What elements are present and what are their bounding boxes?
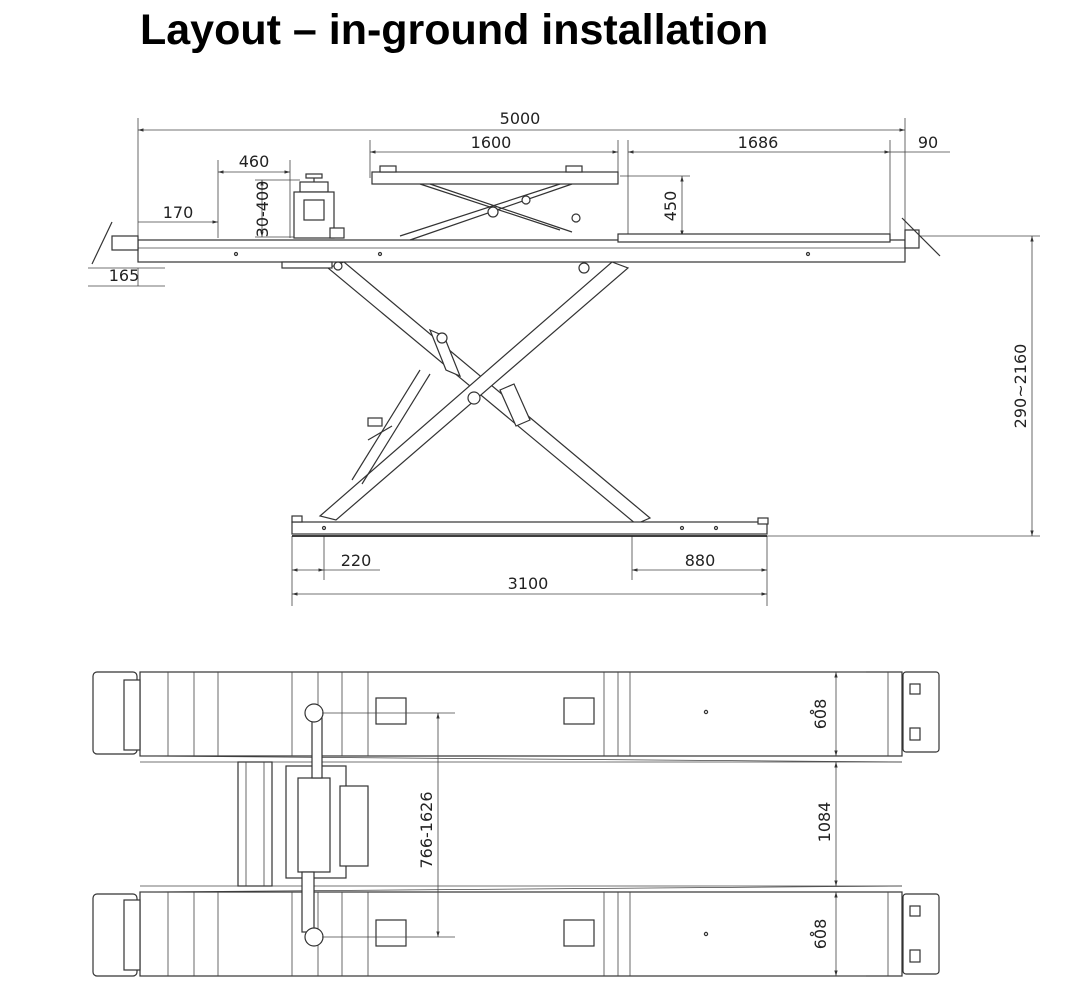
side-view: 5000 1600 1686 90 460 30-400 170 450 165… (88, 109, 1040, 606)
dim-lower-runway-width: 608 (811, 919, 830, 950)
dim-front-offset: 170 (163, 203, 194, 222)
bottle-jack (293, 173, 345, 239)
top-dimension-lines (322, 671, 866, 977)
jack-beam (371, 165, 619, 241)
dim-base-front: 220 (341, 551, 372, 570)
main-runway (91, 217, 941, 265)
dim-base-rear: 880 (685, 551, 716, 570)
dim-platform-height: 450 (661, 191, 680, 222)
upper-runway (92, 671, 940, 763)
lower-runway (92, 885, 940, 977)
dim-lift-height-range: 290~2160 (1011, 344, 1030, 429)
dim-upper-runway-width: 608 (811, 699, 830, 730)
dim-jack-width: 460 (239, 152, 270, 171)
dim-jack-height-range: 30-400 (253, 181, 272, 238)
dim-jack-span-range: 766-1626 (417, 791, 436, 868)
dim-end-offset: 90 (918, 133, 938, 152)
dim-ground-height: 165 (109, 266, 140, 285)
scissor-mechanism (281, 261, 652, 525)
dim-overall-length: 5000 (500, 109, 541, 128)
dim-extension-length: 1686 (738, 133, 779, 152)
page-title: Layout – in-ground installation (140, 6, 769, 54)
dim-base-length: 3100 (508, 574, 549, 593)
center-base (237, 703, 369, 947)
dimension-lines (137, 128, 1034, 596)
dim-platform-length: 1600 (471, 133, 512, 152)
top-view: 608 766-1626 1084 608 (92, 671, 940, 977)
base-frame (291, 515, 769, 537)
dim-runway-gap: 1084 (815, 802, 834, 843)
